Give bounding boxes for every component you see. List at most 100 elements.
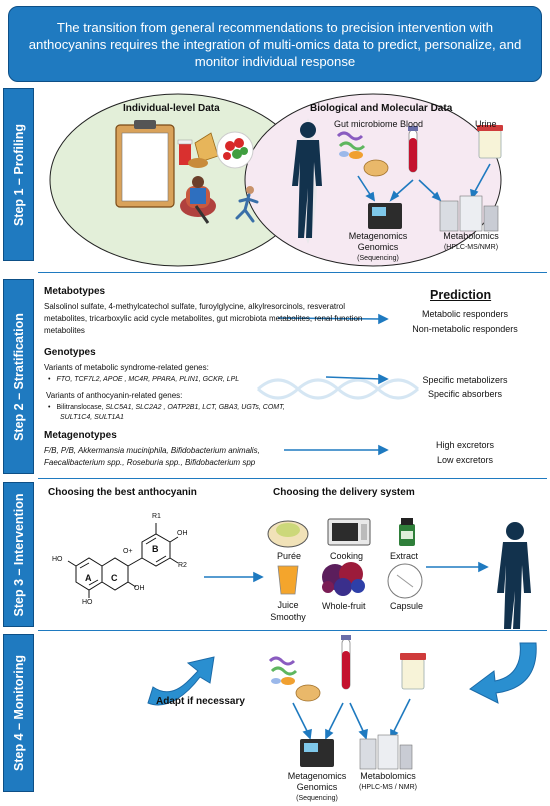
runner-icon xyxy=(235,186,259,223)
profiling-metagenomics-block: Metagenomics Genomics (Sequencing) xyxy=(344,231,412,264)
step-3-bar: Step 3 – Intervention xyxy=(3,482,34,627)
step-4-label: Step 4 – Monitoring xyxy=(11,655,26,771)
oh-label-top: OH xyxy=(177,530,188,537)
extract-bottle-icon xyxy=(399,518,415,546)
human-silhouette-icon xyxy=(292,122,322,238)
non-metabolic-responders-label: Non-metabolic responders xyxy=(412,324,518,334)
sequencing-label: (Sequencing) xyxy=(357,255,399,262)
cooking-label: Cooking xyxy=(330,551,364,561)
metabotypes-title: Metabotypes xyxy=(44,286,106,297)
intervention-panel: Choosing the best anthocyanin Choosing t… xyxy=(38,478,547,630)
header-banner: The transition from general recommendati… xyxy=(8,6,542,82)
r2-label: R2 xyxy=(178,562,187,569)
juice-smoothy-block: Juice Smoothy xyxy=(264,599,312,623)
juice-label: Juice xyxy=(277,600,299,610)
monitoring-metabolomics-block: Metabolomics (HPLC-MS / NMR) xyxy=(350,771,426,793)
whole-fruit-label: Whole-fruit xyxy=(322,601,366,611)
food-icon xyxy=(177,131,254,169)
step-1-bar: Step 1 – Profiling xyxy=(3,88,34,261)
ho-label-left: HO xyxy=(52,556,63,563)
bilitranslocase: Bilitranslocase, xyxy=(56,404,106,411)
intervention-graphics xyxy=(67,518,531,629)
clipboard-icon xyxy=(115,120,175,208)
profiling-panel: Individual-level Data Biological and Mol… xyxy=(38,88,547,268)
oxonium-label: O+ xyxy=(123,548,133,555)
juice-glass-icon xyxy=(277,565,299,595)
step-4-bar: Step 4 – Monitoring xyxy=(3,634,34,792)
sequencer-icon xyxy=(368,203,402,229)
metagenomics-label: Metagenomics xyxy=(287,771,347,781)
hplc-instrument-icon xyxy=(439,195,499,232)
step-1-label: Step 1 – Profiling xyxy=(11,123,26,226)
anthocyanin-structure-icon xyxy=(67,523,179,598)
profiling-metabolomics-block: Metabolomics (HPLC-MS/NMR) xyxy=(434,231,508,253)
low-excretors-label: Low excretors xyxy=(436,455,494,465)
puree-icon xyxy=(267,520,309,548)
dna-watermark-icon xyxy=(256,378,420,400)
high-excretors-label: High excretors xyxy=(435,440,495,450)
oh-label-right: OH xyxy=(134,585,145,592)
ring-a-label: A xyxy=(85,573,92,583)
metagenotypes-title: Metagenotypes xyxy=(44,430,117,441)
profiling-graphics xyxy=(49,93,503,267)
stratification-graphics xyxy=(256,313,420,456)
individual-data-title: Individual-level Data xyxy=(123,103,220,114)
metagenotypes-line-1: F/B, P/B, Akkermansia muciniphila, Bifid… xyxy=(44,446,260,455)
step-2-bar: Step 2 – Stratification xyxy=(3,279,34,474)
biological-data-title: Biological and Molecular Data xyxy=(310,103,453,114)
metabolic-responders-label: Metabolic responders xyxy=(421,309,509,319)
variants-metabolic-label: Variants of metabolic syndrome-related g… xyxy=(44,363,209,372)
smoothy-label: Smoothy xyxy=(270,612,306,622)
monitoring-metagenomics-block: Metagenomics Genomics (Sequencing) xyxy=(284,771,350,804)
gut-microbiome-icon xyxy=(336,131,389,177)
ring-b-label: B xyxy=(152,544,159,554)
blood-label: Blood xyxy=(400,119,424,129)
genes-antho-italic: SLC5A1, SLC2A2 , OATP2B1, LCT, GBA3, UGT… xyxy=(105,404,285,411)
hplc-label: (HPLC-MS / NMR) xyxy=(359,784,417,791)
metabotypes-text: Salsolinol sulfate, 4-methylcatechol sul… xyxy=(44,302,363,335)
prediction-title: Prediction xyxy=(430,288,492,302)
best-anthocyanin-title: Choosing the best anthocyanin xyxy=(48,487,197,498)
genes-antho-list: Bilitranslocase, SLC5A1, SLC2A2 , OATP2B… xyxy=(48,404,285,411)
ho-label-bottom: HO xyxy=(82,599,93,606)
genomics-label: Genomics xyxy=(296,782,338,792)
metabolomics-label: Metabolomics xyxy=(360,771,416,781)
genomics-label: Genomics xyxy=(357,242,399,252)
sequencing-label: (Sequencing) xyxy=(296,795,338,802)
capsule-icon xyxy=(387,563,423,599)
feedback-curved-arrow-icon xyxy=(469,642,537,704)
variants-antho-label: Variants of anthocyanin-related genes: xyxy=(46,391,183,400)
sequencer-icon xyxy=(300,739,334,767)
gut-microbiome-icon xyxy=(268,656,321,702)
hplc-instrument-icon xyxy=(359,734,413,770)
header-text: The transition from general recommendati… xyxy=(28,19,522,69)
specific-metabolizers-label: Specific metabolizers xyxy=(422,375,508,385)
hplc-label: (HPLC-MS/NMR) xyxy=(443,244,499,251)
bacteria-list-1: Akkermansia muciniphila, Bifidobacterium… xyxy=(77,446,260,455)
whole-fruit-icon xyxy=(322,562,365,596)
extract-label: Extract xyxy=(390,551,419,561)
urine-cup-icon xyxy=(400,653,426,690)
blood-tube-icon xyxy=(408,126,418,173)
microwave-icon xyxy=(327,518,371,546)
ring-c-label: C xyxy=(111,573,118,583)
genotypes-title: Genotypes xyxy=(44,347,96,358)
r1-label: R1 xyxy=(152,513,161,520)
specific-absorbers-label: Specific absorbers xyxy=(427,389,503,399)
genes-metabolic-list: FTO, TCF7L2, APOE , MC4R, PPARA, PLIN1, … xyxy=(48,376,239,383)
step-2-label: Step 2 – Stratification xyxy=(11,312,26,441)
metabolomics-label: Metabolomics xyxy=(443,231,499,241)
monitoring-panel: Adapt if necessary Metagenomics Genomics… xyxy=(38,630,547,806)
human-silhouette-icon xyxy=(497,522,531,629)
urine-cup-icon xyxy=(477,125,503,159)
step-3-label: Step 3 – Intervention xyxy=(11,493,26,616)
metagenomics-label: Metagenomics xyxy=(348,231,408,241)
monitoring-graphics xyxy=(147,635,537,770)
urine-label: Urine xyxy=(475,119,497,129)
stratification-panel: Metabotypes Salsolinol sulfate, 4-methyl… xyxy=(38,272,547,478)
ratios: F/B, P/B, xyxy=(44,446,78,455)
metagenotypes-line-2: Faecalibacterium spp., Roseburia spp., B… xyxy=(44,458,256,467)
puree-label: Purée xyxy=(277,551,302,561)
adapt-curved-arrow-icon xyxy=(147,656,215,706)
adapt-label: Adapt if necessary xyxy=(156,696,245,707)
